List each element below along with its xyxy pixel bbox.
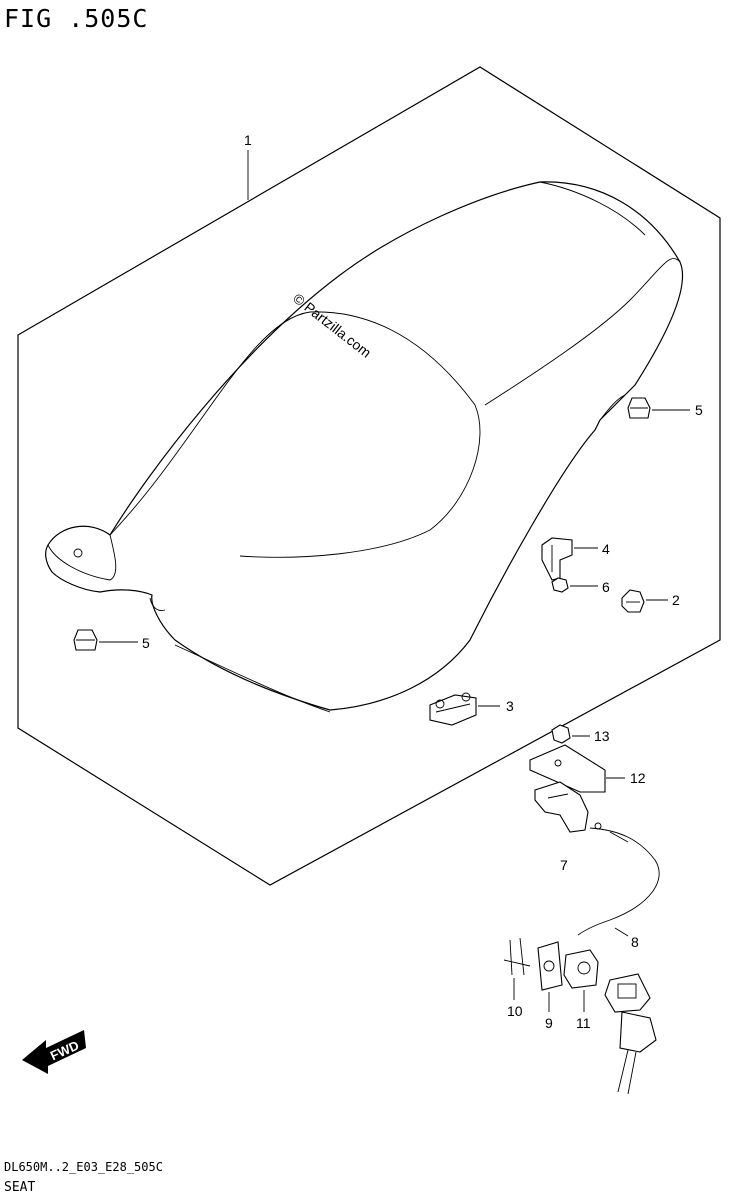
callout-5-right: 5 (695, 402, 703, 418)
cushion-5-right (627, 397, 690, 419)
latch-7 (534, 781, 660, 936)
callout-10: 10 (507, 1003, 523, 1019)
bracket-4 (541, 537, 598, 581)
assembly-boundary (17, 66, 721, 886)
seat-front-lip (47, 534, 117, 581)
rubber-block-3 (429, 692, 500, 726)
callout-3: 3 (506, 698, 514, 714)
clip-10 (503, 937, 531, 1000)
plate-12 (529, 744, 625, 793)
callout-1: 1 (244, 132, 252, 148)
fwd-label: FWD (48, 1038, 81, 1064)
figure-id: FIG .505C (4, 4, 149, 33)
callout-8: 8 (631, 934, 639, 950)
callout-5-left: 5 (142, 635, 150, 651)
lock-cylinder-11 (563, 949, 599, 1012)
seat-passenger-edge (484, 258, 681, 406)
seat-outline (45, 181, 684, 711)
callout-7: 7 (560, 857, 568, 873)
seat-front-hole (73, 548, 83, 558)
callout-6: 6 (602, 579, 610, 595)
seat-rider-edge (109, 311, 481, 558)
nut-6 (551, 577, 598, 593)
lock-plate-9 (537, 941, 563, 1012)
callout-2: 2 (672, 592, 680, 608)
seat-tab-left (149, 597, 166, 611)
callout-12: 12 (630, 770, 646, 786)
section-name: SEAT (4, 1180, 36, 1195)
seat-tab-right (599, 394, 626, 421)
callout-4: 4 (602, 541, 610, 557)
drawing-code: DL650M..2_E03_E28_505C (4, 1160, 163, 1174)
seat-drawing (45, 181, 684, 713)
callout-9: 9 (545, 1015, 553, 1031)
nut-13 (551, 724, 590, 744)
seat-passenger-ridge (539, 181, 646, 236)
callout-11: 11 (576, 1015, 591, 1031)
seat-base-edge (174, 644, 331, 713)
keys-8 (604, 927, 657, 1095)
grommet-2 (621, 589, 668, 613)
cushion-5-left (73, 629, 138, 651)
fwd-arrow-icon: FWD (22, 1030, 86, 1074)
callout-13: 13 (594, 728, 610, 744)
